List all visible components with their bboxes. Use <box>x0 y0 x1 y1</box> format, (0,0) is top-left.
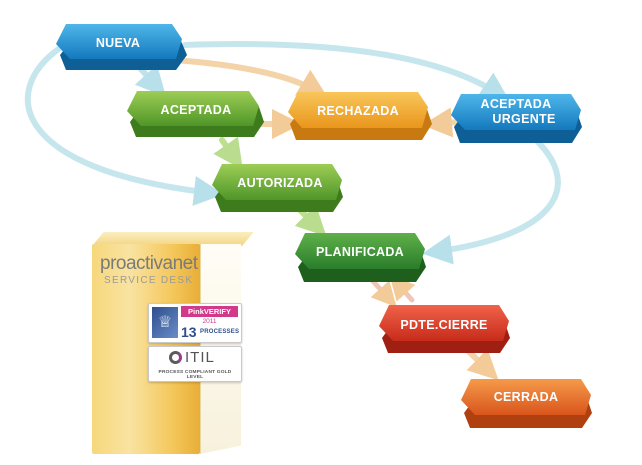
state-cerrada[interactable]: CERRADA <box>461 379 592 428</box>
pinkverify-label: PROCESSES <box>200 329 240 335</box>
pinkverify-year: 2011 <box>202 318 217 325</box>
lion-icon: ♕ <box>152 307 178 338</box>
arrow-urgente-to-rechazada <box>422 107 461 138</box>
state-planificada[interactable]: PLANIFICADA <box>295 233 426 282</box>
itil-subtitle: PROCESS COMPLIANT GOLD LEVEL <box>158 370 232 380</box>
arrow-autorizada-to-planificada <box>294 204 327 237</box>
itil-badge: ITIL PROCESS COMPLIANT GOLD LEVEL <box>148 346 242 382</box>
state-aceptada-urgente-label-1: ACEPTADA <box>481 97 552 111</box>
pinkverify-badge: ♕ PinkVERIFY 2011 13 PROCESSES <box>148 303 242 343</box>
state-aceptada[interactable]: ACEPTADA <box>127 91 264 137</box>
state-nueva-label: NUEVA <box>96 36 140 50</box>
state-rechazada-label: RECHAZADA <box>317 104 399 118</box>
itil-name: ITIL <box>185 349 215 366</box>
pinkverify-title: PinkVERIFY <box>181 306 238 317</box>
state-aceptada-urgente[interactable]: ACEPTADA URGENTE <box>451 94 582 143</box>
brand-subtitle: SERVICE DESK <box>104 275 194 286</box>
state-rechazada[interactable]: RECHAZADA <box>288 92 432 140</box>
arrow-nueva-to-aceptada <box>134 64 167 97</box>
brand-logo: proactivanet <box>100 253 198 274</box>
state-aceptada-urgente-label-2: URGENTE <box>492 112 555 126</box>
state-autorizada-label: AUTORIZADA <box>237 176 322 190</box>
arrow-nueva-to-autorizada <box>24 45 224 206</box>
itil-ring-icon <box>169 351 182 364</box>
state-pdte-cierre[interactable]: PDTE.CIERRE <box>379 305 510 353</box>
state-autorizada[interactable]: AUTORIZADA <box>212 164 343 212</box>
arrow-nueva-to-rechazada <box>172 57 329 99</box>
arrow-planificada-to-pdte <box>369 277 397 308</box>
state-pdte-cierre-label: PDTE.CIERRE <box>400 318 487 332</box>
state-cerrada-label: CERRADA <box>494 390 559 404</box>
arrow-pdte-to-planificada <box>389 274 416 303</box>
arrow-aceptada-to-autorizada <box>213 136 243 170</box>
state-planificada-label: PLANIFICADA <box>316 245 404 259</box>
state-aceptada-label: ACEPTADA <box>161 103 232 117</box>
arrow-nueva-to-urgente <box>182 41 510 102</box>
arrow-urgente-to-planificada <box>422 139 561 265</box>
pinkverify-number: 13 <box>181 324 197 340</box>
state-nueva[interactable]: NUEVA <box>56 24 187 70</box>
